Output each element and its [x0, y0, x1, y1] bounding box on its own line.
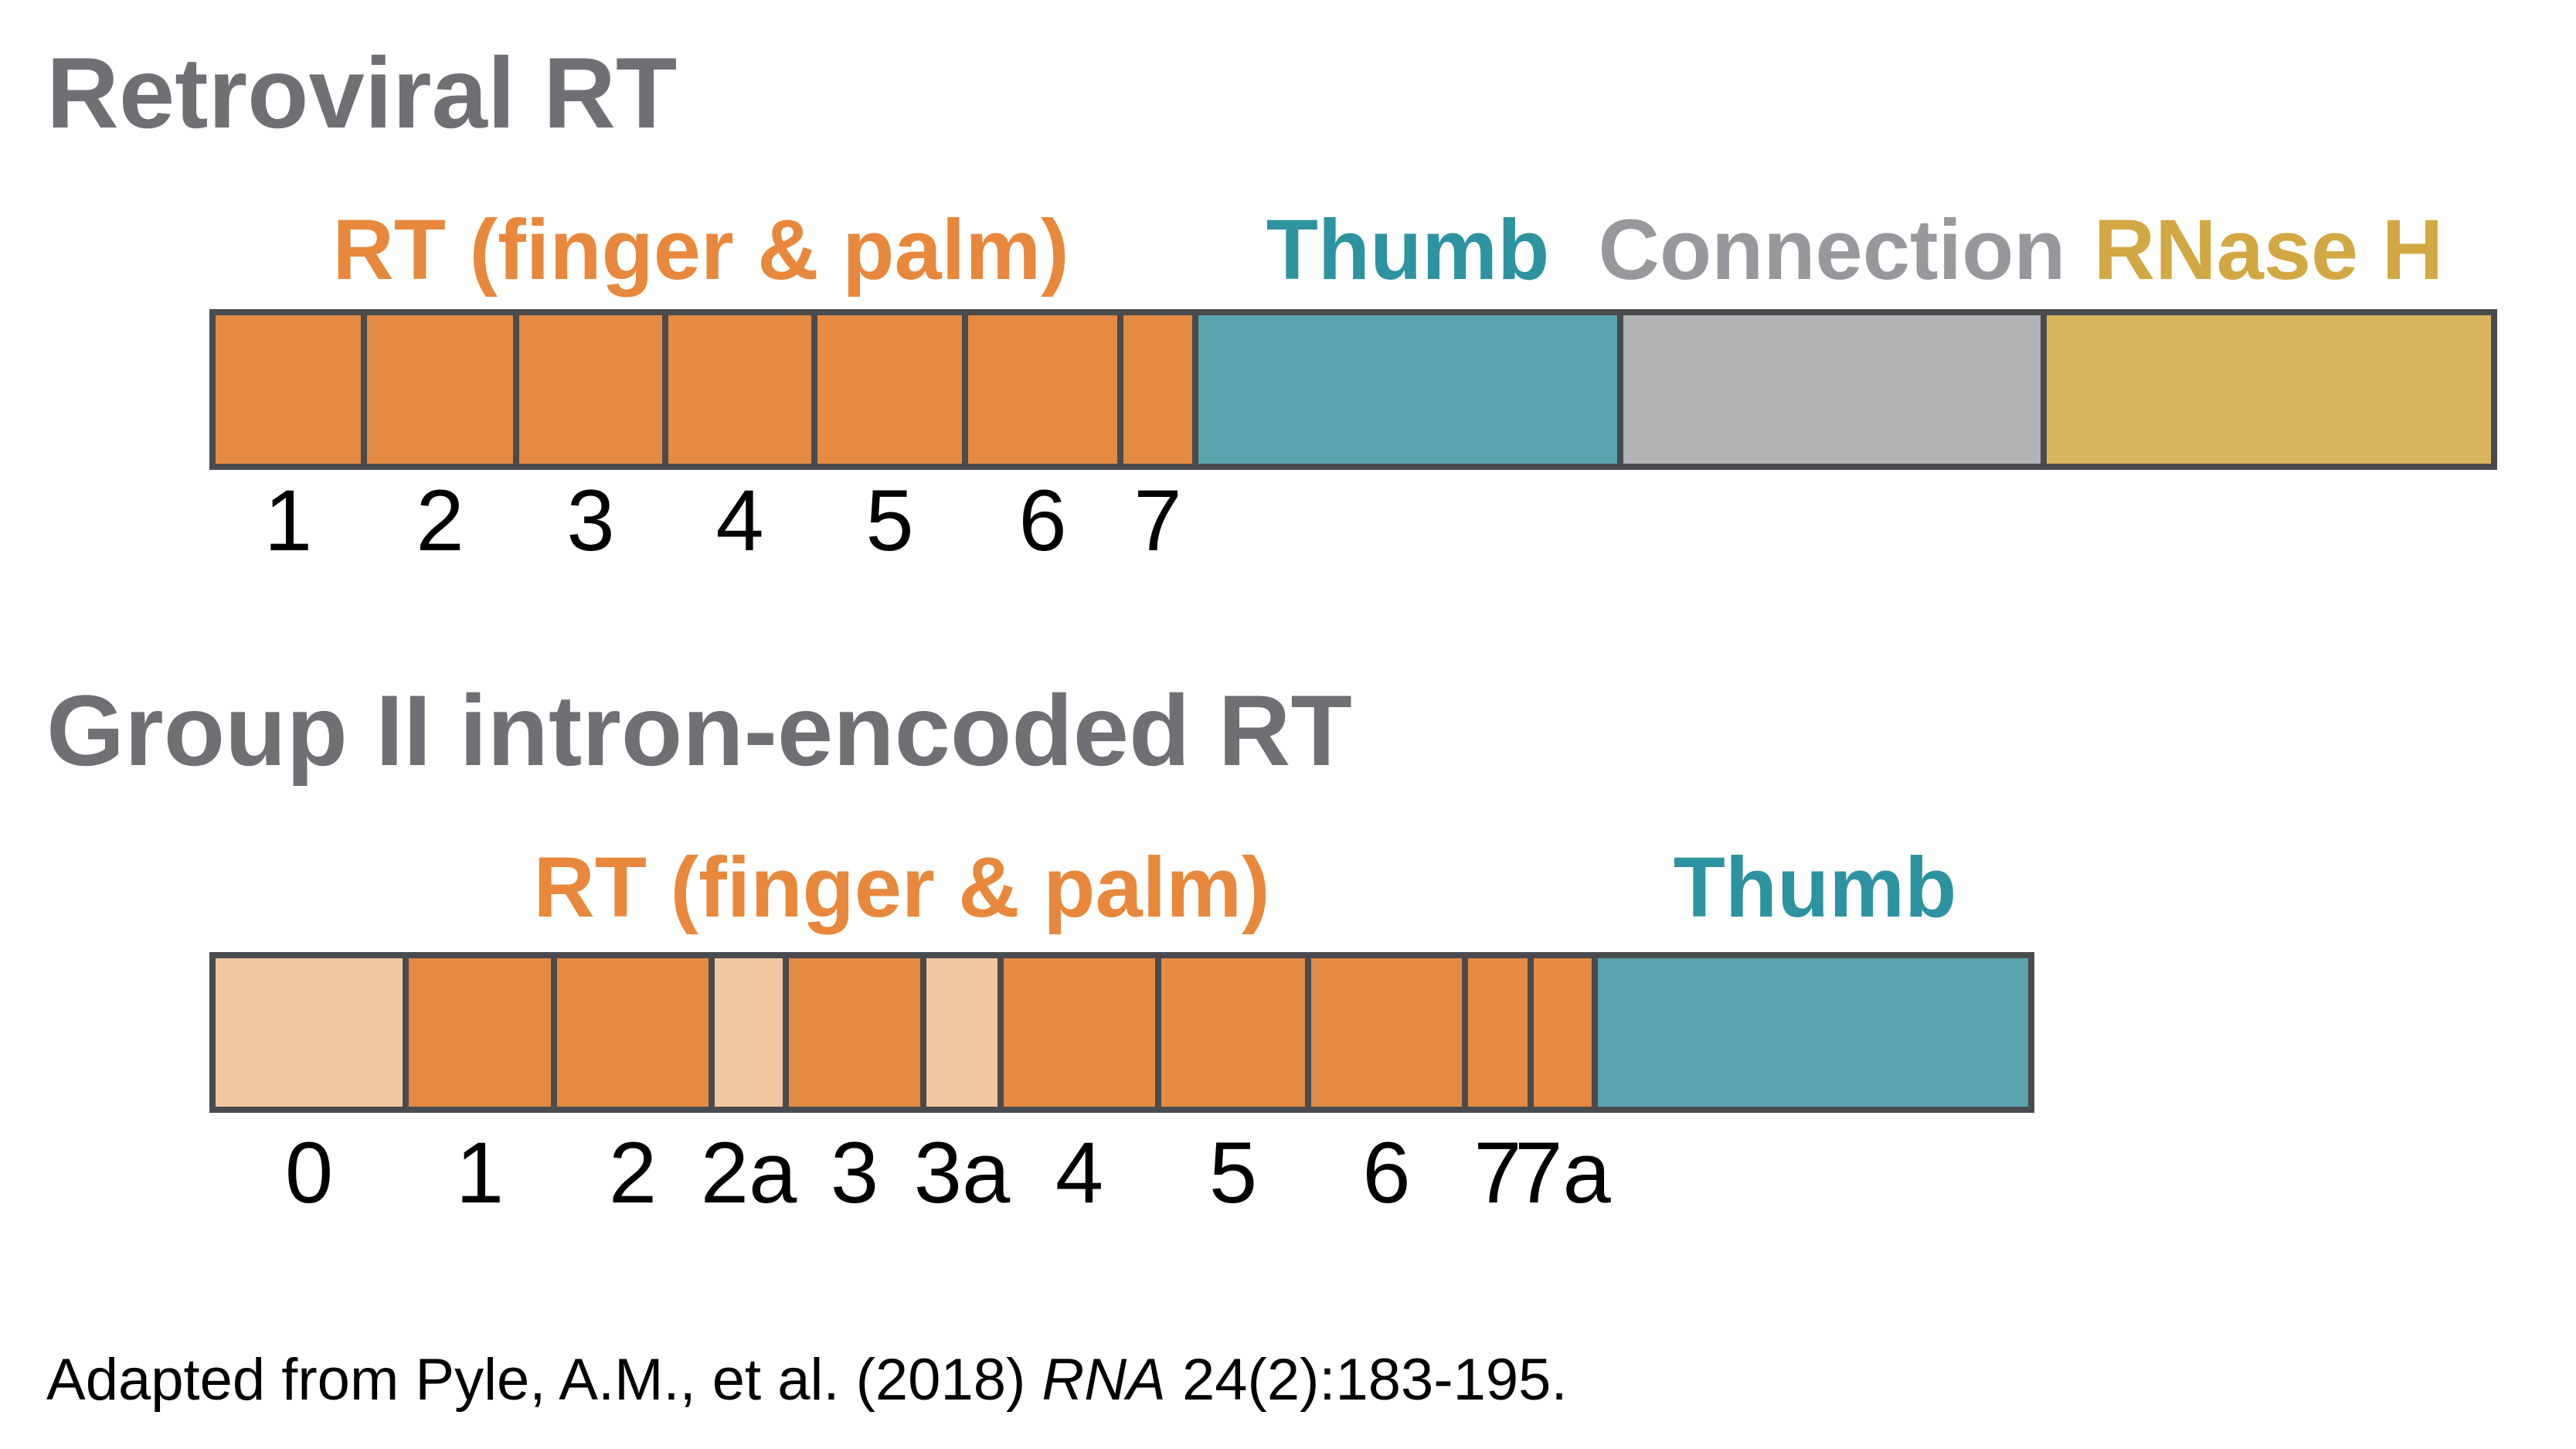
section1-title: Retroviral RT [46, 36, 678, 149]
label-rnase-h: RNase H [2093, 202, 2444, 298]
segment-0: 0 [216, 958, 403, 1216]
label-connection: Connection [1598, 202, 2066, 298]
segment-number-label: 2 [416, 472, 464, 569]
segment-teal [1598, 958, 2028, 1107]
label-thumb-2: Thumb [1673, 840, 1957, 935]
segment-number-label: 6 [1362, 1124, 1411, 1221]
segment-number-label: 3 [830, 1124, 879, 1221]
label-rt-finger-palm-2: RT (finger & palm) [533, 840, 1270, 935]
segment-6: 6 [1311, 958, 1462, 1216]
segment-2: 2 [367, 315, 513, 564]
segment-7: 7 [1468, 958, 1528, 1216]
segment-number-label: 6 [1018, 472, 1067, 569]
caption-suffix: 24(2):183-195. [1165, 1347, 1568, 1413]
segment-number-label: 7 [1133, 472, 1182, 569]
segment-number-label: 0 [284, 1124, 334, 1221]
segment-number-label: 1 [455, 1124, 505, 1221]
segment-3: 3 [789, 958, 920, 1216]
label-thumb-1: Thumb [1266, 202, 1550, 298]
segment-gray [1623, 315, 2041, 464]
label-rt-finger-palm-1: RT (finger & palm) [332, 202, 1069, 298]
segment-7: 7 [1123, 315, 1192, 564]
segment-1: 1 [409, 958, 551, 1216]
segment-number-label: 2a [700, 1124, 797, 1221]
segment-7a: 7a [1514, 958, 1611, 1216]
segment-6: 6 [968, 315, 1117, 564]
segment-4: 4 [1004, 958, 1155, 1216]
segment-teal [1198, 315, 1617, 464]
segment-number-label: 4 [715, 472, 764, 569]
segment-5: 5 [817, 315, 962, 564]
segment-number-label: 5 [865, 472, 914, 569]
caption-prefix: Adapted from Pyle, A.M., et al. (2018) [46, 1347, 1042, 1413]
segment-number-label: 5 [1208, 1124, 1258, 1221]
segment-3a: 3a [914, 958, 1010, 1216]
segment-4: 4 [668, 315, 811, 564]
segment-2a: 2a [701, 958, 797, 1216]
section2-title: Group II intron-encoded RT [46, 674, 1352, 787]
segment-5: 5 [1161, 958, 1305, 1216]
caption-journal: RNA [1042, 1347, 1166, 1413]
caption: Adapted from Pyle, A.M., et al. (2018) R… [46, 1351, 1568, 1410]
segment-number-label: 1 [263, 472, 313, 569]
segment-2: 2 [557, 958, 709, 1216]
segment-gold [2047, 315, 2491, 464]
segment-number-label: 4 [1055, 1124, 1104, 1221]
segment-3: 3 [519, 315, 662, 564]
segment-number-label: 7 [1473, 1124, 1522, 1221]
segment-number-label: 7a [1514, 1124, 1611, 1221]
segment-number-label: 3a [913, 1124, 1011, 1221]
segment-number-label: 3 [566, 472, 615, 569]
segment-1: 1 [216, 315, 361, 564]
segment-number-label: 2 [608, 1124, 658, 1221]
